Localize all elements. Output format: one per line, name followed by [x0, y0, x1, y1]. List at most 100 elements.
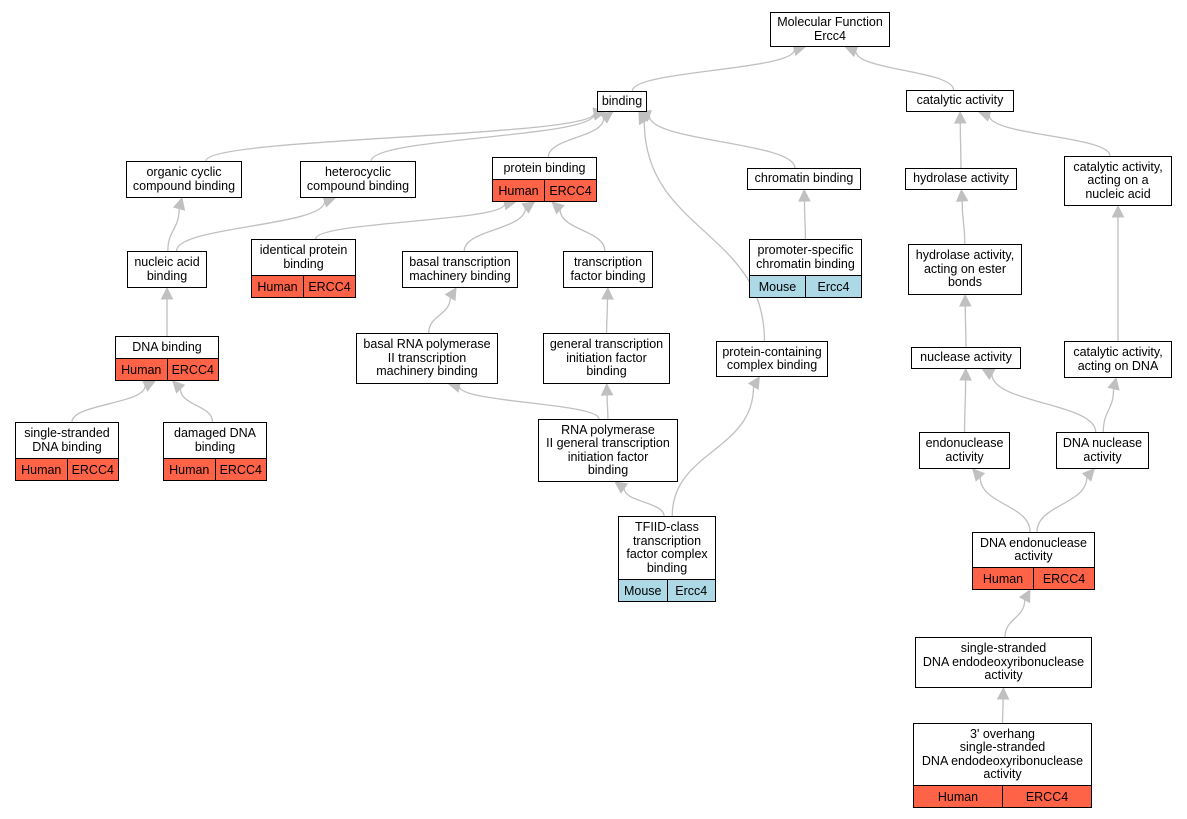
- arrowhead-icon: [171, 380, 186, 394]
- node-label: basal transcription machinery binding: [409, 255, 511, 283]
- node-chromatin-binding[interactable]: chromatin binding: [747, 168, 861, 190]
- arrowhead-icon: [599, 111, 614, 124]
- node-hydrolase-ester[interactable]: hydrolase activity, acting on ester bond…: [908, 244, 1022, 295]
- species-label: Human: [257, 279, 298, 294]
- edge-rnap-gen-tx-to-gen-tx-init: [606, 394, 609, 420]
- node-label: protein-containing complex binding: [722, 344, 822, 372]
- arrowhead-icon: [1081, 468, 1095, 482]
- node-organic-cyclic[interactable]: organic cyclic compound binding: [126, 161, 242, 198]
- arrowhead-icon: [551, 201, 565, 215]
- annotation-row: Mouse Ercc4: [750, 275, 861, 297]
- arrowhead-icon: [172, 196, 186, 211]
- node-label: damaged DNA binding: [174, 426, 256, 454]
- species-label: Human: [169, 462, 210, 477]
- gene-label: Ercc4: [666, 580, 716, 601]
- node-rnap-gen-tx[interactable]: RNA polymerase II general transcription …: [538, 419, 678, 482]
- node-tf-binding[interactable]: transcription factor binding: [563, 251, 653, 288]
- arrowhead-icon: [521, 201, 536, 214]
- edge-nucleic-acid-binding-to-heterocyclic: [175, 201, 326, 252]
- edge-tf-binding-to-protein-binding: [559, 209, 606, 252]
- node-label: single-stranded DNA endodeoxyribonucleas…: [922, 641, 1085, 683]
- node-label: RNA polymerase II general transcription …: [546, 422, 670, 477]
- node-label: hydrolase activity, acting on ester bond…: [915, 248, 1015, 290]
- arrowhead-icon: [996, 686, 1010, 700]
- edge-tfiid-to-protein-complex: [671, 386, 755, 517]
- node-label: nuclease activity: [920, 350, 1012, 365]
- edge-protein-complex-to-binding: [643, 121, 766, 342]
- node-label: 3' overhang single-stranded DNA endodeox…: [921, 726, 1084, 781]
- node-tfiid[interactable]: TFIID-class transcription factor complex…: [618, 516, 716, 602]
- edge-damaged-dna-to-dna-binding: [179, 388, 214, 423]
- arrowhead-icon: [844, 45, 859, 58]
- arrowhead-icon: [1018, 589, 1031, 604]
- node-ss-dna-endodeoxy[interactable]: single-stranded DNA endodeoxyribonucleas…: [915, 637, 1092, 688]
- edge-organic-cyclic-to-binding: [205, 112, 595, 162]
- gene-label: ERCC4: [1033, 568, 1094, 589]
- gene-label: ERCC4: [1002, 786, 1091, 807]
- node-protein-complex[interactable]: protein-containing complex binding: [716, 341, 828, 377]
- node-label: basal RNA polymerase II transcription ma…: [363, 337, 491, 379]
- edge-rnap-gen-tx-to-basal-rnap: [458, 386, 600, 420]
- gene-label: Ercc4: [805, 276, 861, 297]
- arrowhead-icon: [955, 188, 969, 202]
- edge-hydrolase-ester-to-hydrolase: [961, 200, 966, 245]
- gene-label: ERCC4: [544, 180, 596, 201]
- edge-overhang-to-ss-dna-endodeoxy: [1001, 698, 1004, 724]
- node-label: organic cyclic compound binding: [132, 165, 236, 193]
- edge-promoter-chromatin-to-chromatin-binding: [803, 200, 807, 240]
- edge-catalytic-to-mf: [855, 50, 955, 91]
- node-heterocyclic[interactable]: heterocyclic compound binding: [300, 161, 416, 198]
- node-cat-dna[interactable]: catalytic activity, acting on DNA: [1064, 341, 1172, 378]
- node-cat-nucleic[interactable]: catalytic activity, acting on a nucleic …: [1064, 156, 1172, 206]
- node-label: single-stranded DNA binding: [24, 426, 110, 454]
- edge-dna-nuclease-to-cat-dna: [1102, 388, 1115, 433]
- species-label: Mouse: [758, 279, 797, 294]
- edge-dna-endo-to-endonuclease: [979, 477, 1031, 533]
- edge-dna-nuclease-to-nuclease: [991, 374, 1097, 433]
- edge-binding-to-mf: [631, 49, 796, 92]
- node-endonuclease[interactable]: endonuclease activity: [919, 432, 1010, 469]
- node-overhang[interactable]: 3' overhang single-stranded DNA endodeox…: [913, 723, 1092, 808]
- arrowhead-icon: [638, 111, 651, 126]
- edge-ss-dna-endodeoxy-to-dna-endo: [1004, 599, 1026, 638]
- node-hydrolase[interactable]: hydrolase activity: [905, 168, 1017, 190]
- node-label: DNA nuclease activity: [1062, 436, 1143, 464]
- edge-cat-nucleic-to-catalytic: [988, 115, 1111, 157]
- node-label: DNA binding: [132, 339, 202, 354]
- arrowhead-icon: [1107, 376, 1120, 391]
- arrowhead-icon: [614, 481, 629, 494]
- node-basal-tx[interactable]: basal transcription machinery binding: [402, 251, 518, 288]
- arrowhead-icon: [953, 110, 967, 124]
- node-nucleic-acid-binding[interactable]: nucleic acid binding: [127, 251, 207, 288]
- node-nuclease[interactable]: nuclease activity: [911, 347, 1021, 369]
- node-gen-tx-init[interactable]: general transcription initiation factor …: [543, 333, 670, 384]
- edge-tfiid-to-rnap-gen-tx: [623, 488, 665, 517]
- node-mf[interactable]: Molecular Function Ercc4: [770, 12, 890, 47]
- node-label: nucleic acid binding: [134, 255, 200, 283]
- arrowhead-icon: [600, 382, 614, 396]
- edge-dna-endo-to-dna-nuclease: [1036, 477, 1088, 533]
- arrowhead-icon: [972, 468, 986, 482]
- node-binding[interactable]: binding: [597, 91, 647, 112]
- node-label: identical protein binding: [259, 243, 348, 271]
- node-catalytic[interactable]: catalytic activity: [906, 90, 1014, 112]
- node-label: protein binding: [503, 160, 586, 175]
- node-label: TFIID-class transcription factor complex…: [626, 520, 708, 575]
- node-label: endonuclease activity: [925, 436, 1004, 464]
- edge-gen-tx-init-to-tf-binding: [605, 298, 609, 334]
- node-dna-nuclease[interactable]: DNA nuclease activity: [1056, 432, 1149, 469]
- edge-basal-tx-to-protein-binding: [463, 208, 526, 252]
- node-basal-rnap[interactable]: basal RNA polymerase II transcription ma…: [356, 333, 498, 384]
- edge-ss-dna-binding-to-dna-binding: [71, 385, 146, 423]
